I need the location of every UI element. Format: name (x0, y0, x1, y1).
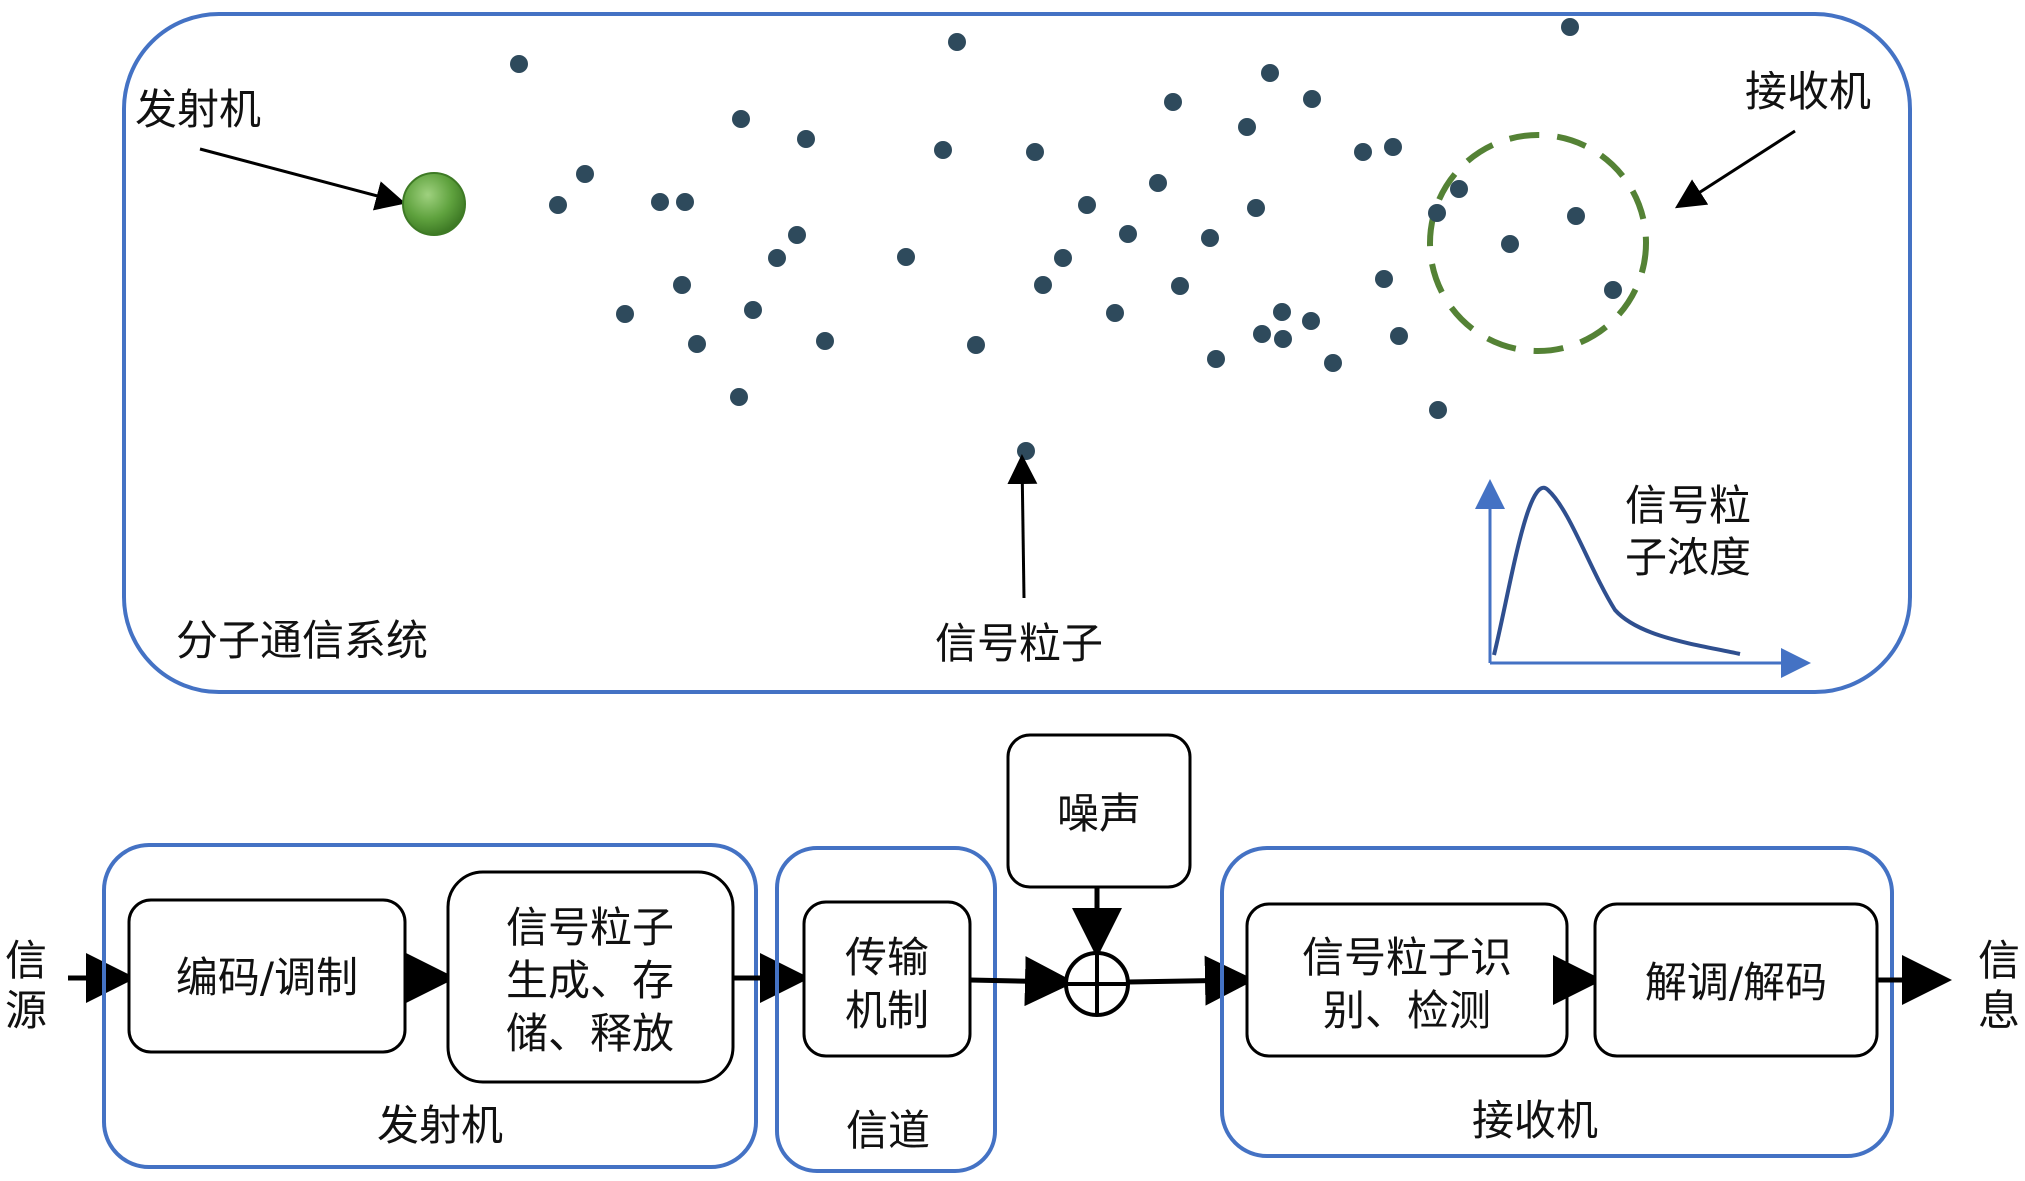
signal-particle (673, 276, 691, 294)
signal-particle (730, 388, 748, 406)
signal-particle (1253, 325, 1271, 343)
source-label-line2: 源 (5, 986, 47, 1035)
signal-particle (816, 332, 834, 350)
system-frame (122, 12, 1912, 694)
signal-particle (967, 336, 985, 354)
signal-particle (576, 165, 594, 183)
signal-particle (897, 248, 915, 266)
signal-particle (688, 335, 706, 353)
arrow-adder-to-detect (1127, 955, 1255, 1006)
particle-label: 信号粒子 (935, 619, 1103, 668)
signal-particle (797, 130, 815, 148)
signal-particle (1106, 304, 1124, 322)
receiver-pointer-arrow (1674, 129, 1796, 209)
arrow-transport-to-adder (969, 956, 1075, 1007)
signal-particle (1384, 138, 1402, 156)
particle-generation-line3: 储、释放 (506, 1009, 674, 1058)
particle-generation-line1: 信号粒子 (506, 903, 674, 952)
signal-particle (948, 33, 966, 51)
transport-mechanism-line2: 机制 (845, 986, 929, 1035)
channel-group-label: 信道 (846, 1106, 930, 1155)
transport-mechanism-line1: 传输 (845, 933, 929, 982)
transmitter-group (102, 843, 758, 1169)
signal-particle (1201, 229, 1219, 247)
signal-particle (1302, 312, 1320, 330)
source-label-line1: 信 (5, 936, 47, 985)
signal-particle (1324, 354, 1342, 372)
transmitter-pointer-arrow (199, 147, 406, 211)
particle-generation-line2: 生成、存 (506, 956, 674, 1005)
signal-particle (1604, 281, 1622, 299)
receiver-group-label: 接收机 (1472, 1096, 1598, 1145)
receiver-zone (1427, 132, 1649, 354)
signal-particle (1238, 118, 1256, 136)
signal-particle (1501, 235, 1519, 253)
particle-detection-line2: 别、检测 (1323, 986, 1491, 1035)
signal-particle (1247, 199, 1265, 217)
signal-particle (1429, 401, 1447, 419)
concentration-curve (1492, 485, 1741, 656)
encode-modulate-label: 编码/调制 (176, 953, 358, 1002)
receiver-group (1220, 846, 1894, 1158)
noise-label: 噪声 (1057, 789, 1141, 838)
demodulate-decode-label: 解调/解码 (1645, 958, 1827, 1007)
signal-particle (510, 55, 528, 73)
signal-particle (1164, 93, 1182, 111)
signal-particle (549, 196, 567, 214)
system-label: 分子通信系统 (176, 616, 428, 665)
signal-particle (1171, 277, 1189, 295)
signal-particle (1054, 249, 1072, 267)
concentration-inset: 信号粒 子浓度 (1475, 479, 1811, 678)
transmitter-sphere (402, 172, 466, 236)
signal-particle (934, 141, 952, 159)
signal-particle (1119, 225, 1137, 243)
signal-particle (1273, 303, 1291, 321)
channel-group (775, 846, 997, 1173)
concentration-label-line1: 信号粒 (1625, 481, 1751, 530)
particle-pointer-arrow (1007, 454, 1038, 599)
sink-label-line1: 信 (1978, 936, 2020, 985)
signal-particle (744, 301, 762, 319)
signal-particle (676, 193, 694, 211)
signal-particle (1567, 207, 1585, 225)
signal-particles (510, 18, 1622, 460)
signal-particle (651, 193, 669, 211)
signal-particle (1428, 204, 1446, 222)
signal-particle (768, 249, 786, 267)
signal-particle (1450, 180, 1468, 198)
signal-particle (788, 226, 806, 244)
signal-particle (1303, 90, 1321, 108)
signal-particle (1390, 327, 1408, 345)
signal-particle (1354, 143, 1372, 161)
signal-particle (1274, 330, 1292, 348)
signal-particle (1561, 18, 1579, 36)
signal-particle (732, 110, 750, 128)
transmitter-group-label: 发射机 (377, 1101, 503, 1150)
signal-particle (1149, 174, 1167, 192)
signal-particle (616, 305, 634, 323)
sink-label-line2: 息 (1978, 986, 2020, 1035)
noise-adder (1064, 951, 1130, 1017)
signal-particle (1207, 350, 1225, 368)
concentration-label-line2: 子浓度 (1625, 533, 1751, 582)
signal-particle (1034, 276, 1052, 294)
particle-detection-line1: 信号粒子识 (1302, 933, 1512, 982)
transport-mechanism-box (802, 900, 972, 1058)
signal-particle (1375, 270, 1393, 288)
signal-particle (1078, 196, 1096, 214)
signal-particle (1017, 442, 1035, 460)
receiver-label: 接收机 (1745, 67, 1871, 116)
signal-particle (1261, 64, 1279, 82)
transmitter-label: 发射机 (135, 85, 261, 134)
signal-particle (1026, 143, 1044, 161)
